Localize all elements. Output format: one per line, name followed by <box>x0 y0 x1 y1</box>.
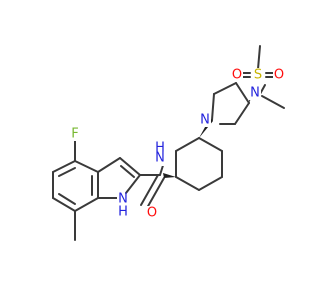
bond <box>125 174 141 194</box>
amide-oxygen-label: O <box>147 206 157 221</box>
bond-layer <box>52 45 285 241</box>
sulfonyl-oxygen-label: O <box>274 68 284 83</box>
bond <box>213 82 237 95</box>
bond <box>58 167 76 177</box>
bond <box>146 177 165 209</box>
bond <box>74 197 99 212</box>
bond <box>198 176 223 191</box>
bond <box>52 197 76 212</box>
bond <box>58 193 76 205</box>
bond <box>198 137 223 152</box>
atom-background <box>117 194 129 218</box>
bond <box>211 93 215 121</box>
sulfur-atom-label: S <box>254 68 262 83</box>
sulfonamide-nitrogen-label: N <box>250 86 260 101</box>
amide-nitrogen-label: N <box>155 151 165 166</box>
atom-background <box>199 113 211 127</box>
bond <box>52 160 76 173</box>
amide-hydrogen-label: H <box>155 141 165 156</box>
pyrrolidine-nitrogen-label: N <box>200 113 210 128</box>
bond <box>175 176 200 191</box>
bond <box>74 160 99 173</box>
bond <box>120 165 135 178</box>
indole-nitrogen-label: N <box>118 192 128 207</box>
atom-label-layer: F N H O H N N N S O O <box>70 68 285 221</box>
atom-background <box>154 142 166 166</box>
atom-background <box>252 68 264 82</box>
molecule-structure-canvas: F N H O H N N N S O O <box>52 45 285 241</box>
bond <box>234 102 250 125</box>
bond <box>257 45 261 70</box>
bond <box>140 174 159 206</box>
bond <box>97 157 121 173</box>
bond <box>235 82 250 104</box>
atom-background <box>146 206 158 220</box>
indole-hydrogen-label: H <box>118 205 128 220</box>
atom-background <box>273 68 285 82</box>
atom-background <box>231 68 243 82</box>
bond <box>261 95 285 109</box>
fluorine-atom-label: F <box>71 127 78 142</box>
bond <box>175 137 200 152</box>
sulfonyl-oxygen-label: O <box>232 68 242 83</box>
stereo-wedge-bond <box>163 173 176 178</box>
atom-background <box>70 127 82 141</box>
bond <box>119 157 141 176</box>
atom-background <box>249 86 261 100</box>
